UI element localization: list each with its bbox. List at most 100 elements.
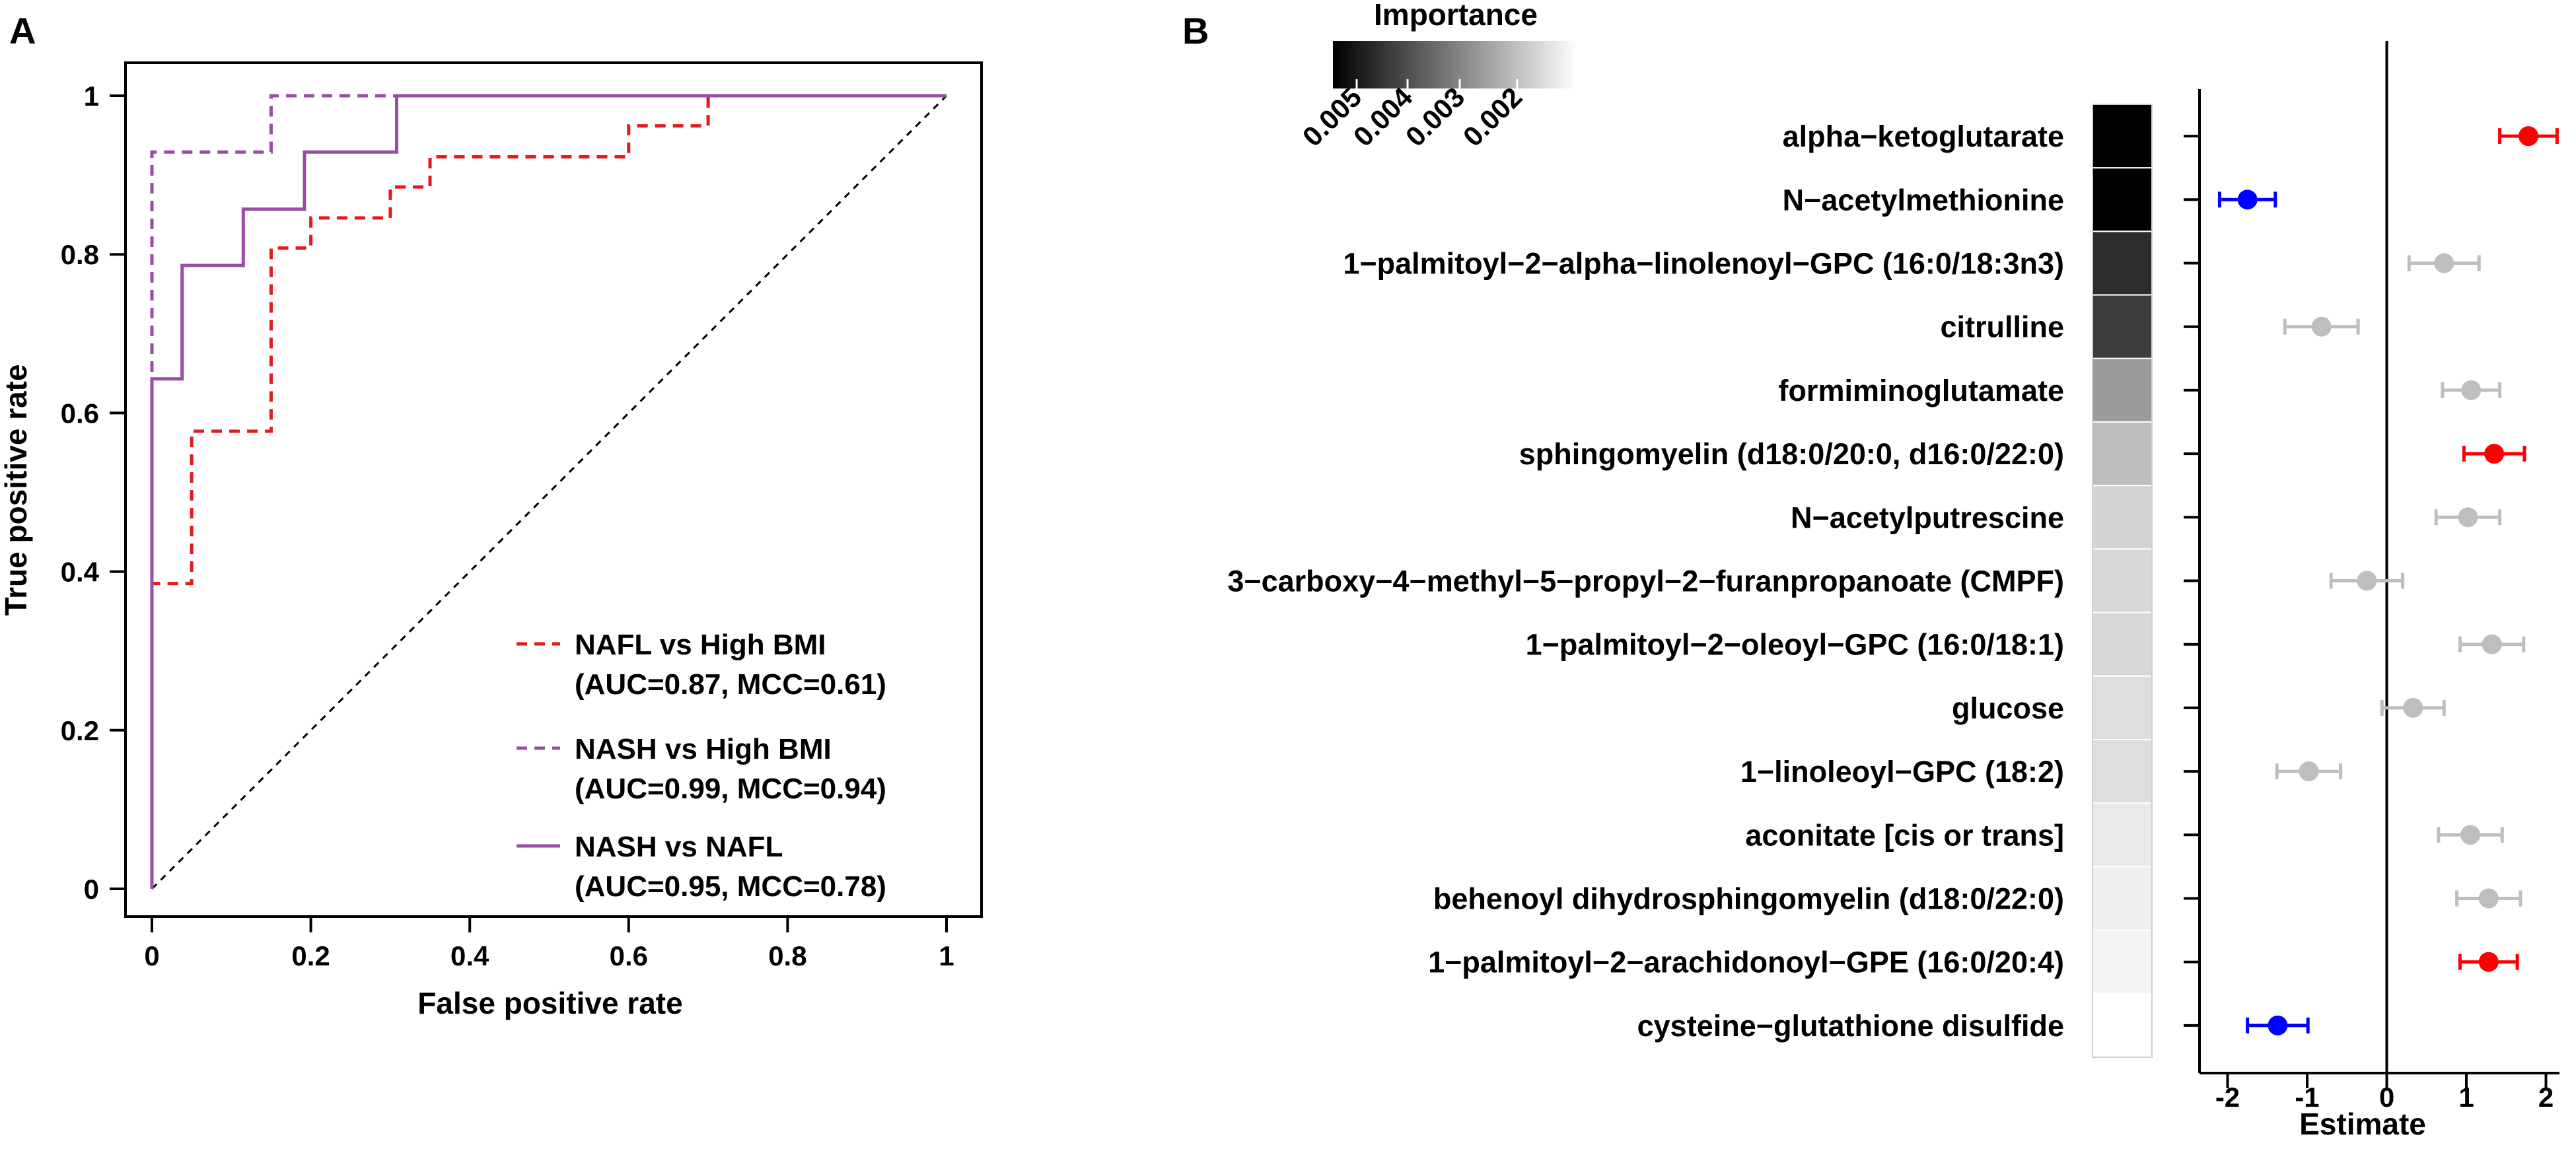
metabolite-label: formiminoglutamate — [1778, 374, 2064, 407]
metabolite-label: cysteine−glutathione disulfide — [1637, 1009, 2064, 1043]
forest-estimate — [2283, 316, 2360, 337]
metabolite-label: alpha−ketoglutarate — [1783, 120, 2064, 153]
importance-heat-column — [2092, 104, 2153, 1059]
forest-point — [2403, 697, 2423, 718]
forest-estimate — [2380, 697, 2446, 718]
importance-cell — [2092, 739, 2153, 804]
roc-y-tick-label: 0.4 — [61, 557, 100, 588]
importance-cell — [2092, 485, 2153, 550]
metabolite-label: glucose — [1952, 691, 2064, 725]
importance-tick-label: 0.002 — [1457, 81, 1528, 153]
metabolite-label: behenoyl dihydrosphingomyelin (d18:0/22:… — [1433, 882, 2064, 916]
forest-point — [2458, 507, 2478, 528]
importance-cell — [2092, 167, 2153, 232]
importance-legend-title: Importance — [1374, 0, 1538, 32]
forest-point — [2268, 1015, 2288, 1035]
forest-estimate — [2462, 444, 2526, 464]
roc-chart: 0 0.2 0.4 0.6 0.8 1 0 0.2 0.4 0.6 0.8 1 NAFL vs Hi… — [0, 61, 983, 1020]
forest-point — [2237, 190, 2258, 210]
forest-point — [2434, 253, 2454, 273]
forest-estimate — [2458, 952, 2519, 972]
importance-cell — [2092, 611, 2153, 677]
roc-legend: NAFL vs High BMI (AUC=0.87, MCC=0.61) NASH… — [517, 629, 886, 903]
importance-cell — [2092, 230, 2153, 296]
roc-x-tick-label: 0.4 — [450, 940, 489, 971]
metabolite-label: aconitate [cis or trans] — [1745, 818, 2064, 852]
panel-a-letter: A — [9, 10, 36, 52]
roc-x-tick-label: 0.8 — [768, 940, 806, 971]
metabolite-label: 1−palmitoyl−2−arachidonoyl−GPE (16:0/20:… — [1428, 946, 2064, 979]
forest-x-tick-label: 1 — [2458, 1082, 2474, 1113]
forest-point — [2518, 126, 2538, 147]
roc-legend-name: NAFL vs High BMI — [575, 629, 826, 661]
forest-x-tick-label: -2 — [2215, 1082, 2240, 1113]
importance-column-frame — [2092, 104, 2153, 1058]
metabolite-label: N−acetylmethionine — [1783, 183, 2064, 217]
importance-tick-label: 0.003 — [1400, 81, 1471, 153]
panel-b-letter: B — [1182, 10, 1209, 52]
roc-legend-name: NASH vs High BMI — [575, 733, 832, 765]
importance-cell — [2092, 104, 2153, 169]
forest-point — [2311, 316, 2332, 337]
roc-x-tick-label: 0 — [144, 940, 159, 971]
forest-estimate — [2437, 825, 2504, 845]
roc-x-tick-label: 0.2 — [291, 940, 330, 971]
roc-legend-stats: (AUC=0.99, MCC=0.94) — [575, 773, 886, 805]
roc-y-tick-label: 0.6 — [61, 398, 99, 429]
roc-reference-diagonal — [151, 94, 948, 890]
forest-x-tick-label: -1 — [2295, 1082, 2319, 1113]
roc-y-tick-label: 1 — [84, 81, 99, 112]
forest-estimate — [2275, 761, 2343, 782]
forest-estimate — [2498, 126, 2559, 147]
importance-tick-label: 0.005 — [1297, 81, 1368, 153]
roc-y-tick-label: 0.8 — [61, 239, 99, 270]
roc-y-axis-title: True positive rate — [0, 365, 33, 616]
forest-estimate — [2434, 507, 2502, 528]
metabolite-label: N−acetylputrescine — [1791, 501, 2064, 534]
roc-y-tick-label: 0.2 — [61, 715, 99, 746]
forest-point — [2484, 444, 2505, 464]
roc-series-line — [150, 94, 947, 889]
roc-legend-name: NASH vs NAFL — [575, 831, 783, 863]
forest-estimates — [2184, 126, 2559, 1035]
importance-cell — [2092, 993, 2153, 1059]
importance-cell — [2092, 675, 2153, 740]
forest-estimate — [2217, 190, 2277, 210]
roc-legend-stats: (AUC=0.87, MCC=0.61) — [575, 668, 886, 701]
metabolite-label: 3−carboxy−4−methyl−5−propyl−2−furanpropa… — [1227, 565, 2064, 598]
metabolite-label: 1−linoleoyl−GPC (18:2) — [1740, 755, 2064, 788]
roc-legend-stats: (AUC=0.95, MCC=0.78) — [575, 870, 886, 903]
forest-point — [2460, 825, 2481, 845]
importance-cell — [2092, 802, 2153, 868]
roc-y-axis: 0 0.2 0.4 0.6 0.8 1 — [61, 81, 127, 905]
forest-point — [2478, 888, 2499, 909]
importance-cell — [2092, 421, 2153, 487]
roc-x-axis-title: False positive rate — [417, 986, 682, 1020]
importance-cell — [2092, 548, 2153, 613]
forest-estimate — [2458, 634, 2526, 654]
forest-estimate — [2407, 253, 2481, 273]
metabolite-label: citrulline — [1940, 310, 2064, 344]
roc-y-tick-label: 0 — [84, 874, 99, 905]
metabolite-label: sphingomyelin (d18:0/20:0, d16:0/22:0) — [1519, 437, 2064, 471]
importance-cell — [2092, 866, 2153, 931]
forest-estimate — [2246, 1015, 2310, 1035]
importance-gradient-bar — [1333, 41, 1577, 88]
forest-point — [2357, 571, 2377, 591]
metabolite-label: 1−palmitoyl−2−alpha−linolenoyl−GPC (16:0… — [1343, 247, 2064, 281]
forest-x-tick-label: 0 — [2379, 1082, 2394, 1113]
forest-x-axis-title: Estimate — [2299, 1107, 2426, 1141]
forest-estimate — [2329, 571, 2405, 591]
forest-estimate — [2441, 380, 2502, 400]
importance-cell — [2092, 929, 2153, 994]
importance-cell — [2092, 294, 2153, 359]
roc-x-tick-label: 1 — [939, 940, 954, 971]
metabolite-label: 1−palmitoyl−2−oleoyl−GPC (16:0/18:1) — [1526, 628, 2064, 662]
importance-tick-label: 0.004 — [1347, 81, 1419, 153]
